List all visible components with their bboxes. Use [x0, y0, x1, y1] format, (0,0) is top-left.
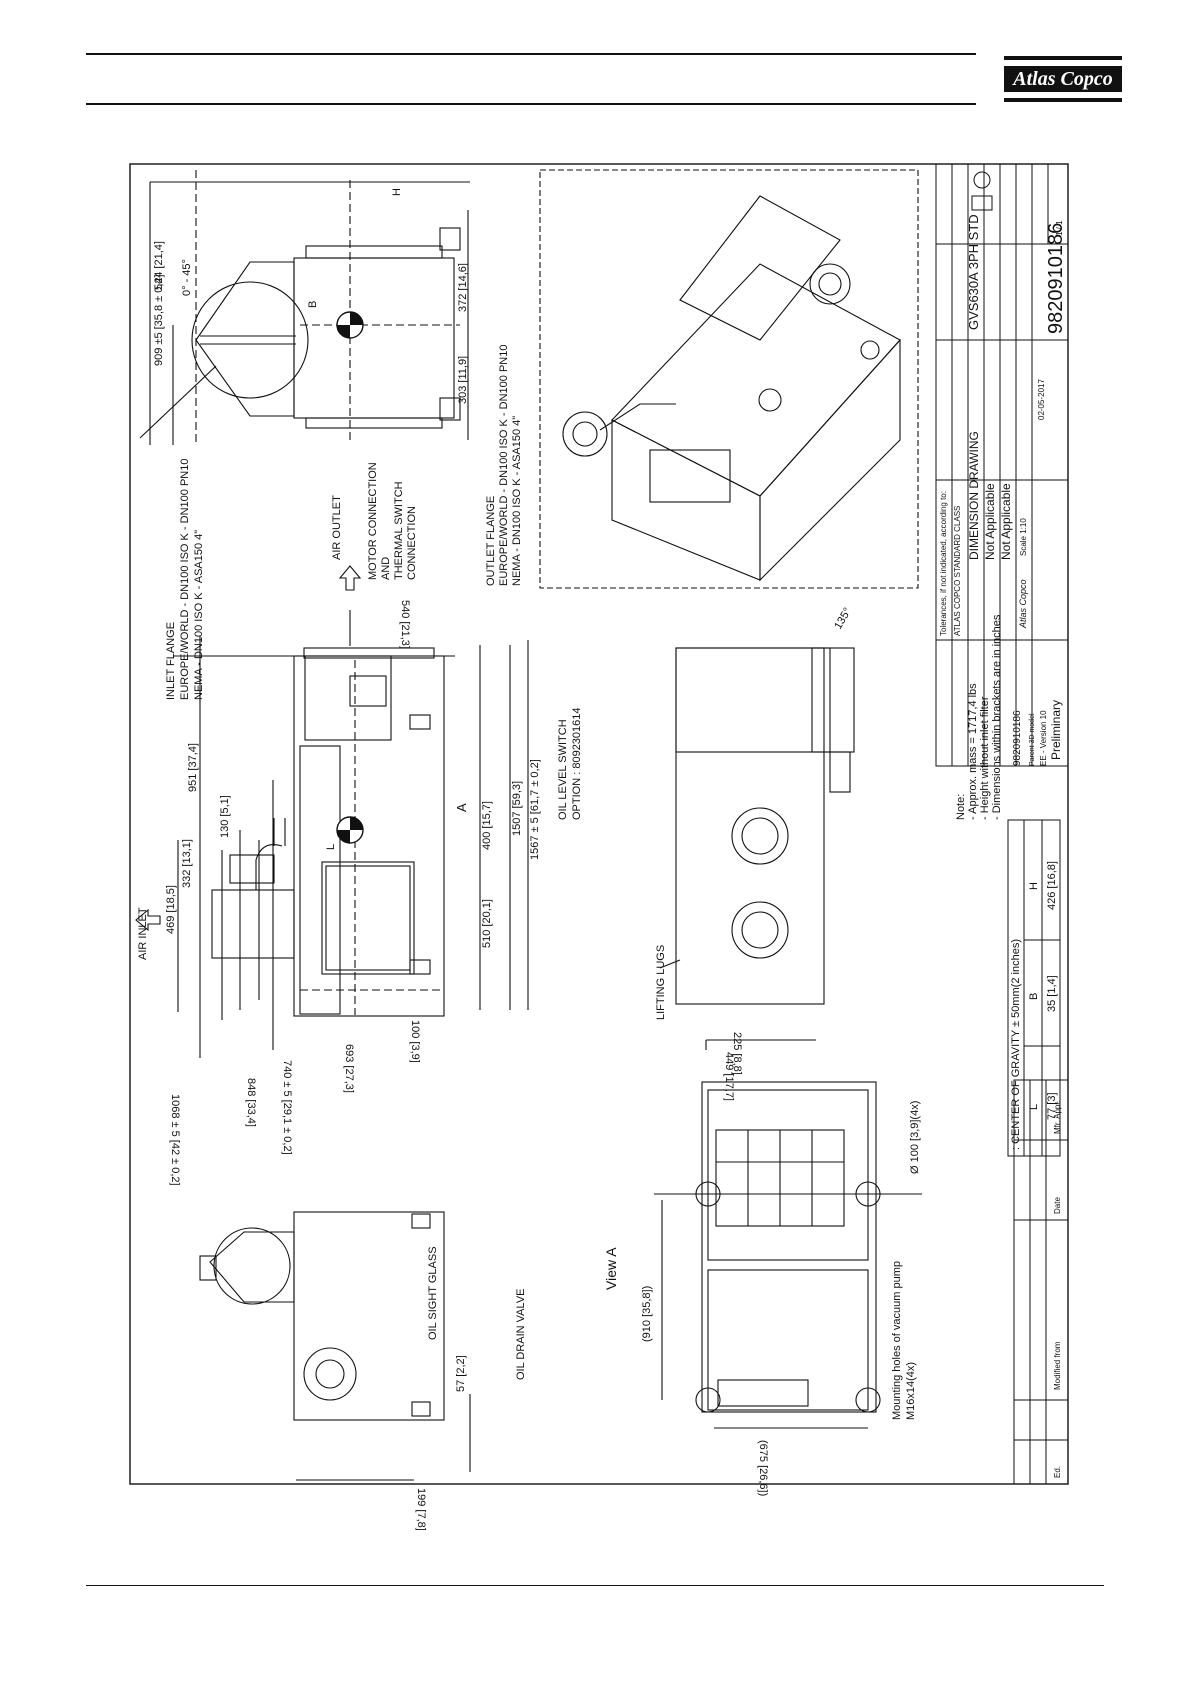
notes-heading: Note: — [955, 794, 967, 820]
label-motor-connection-1: MOTOR CONNECTION — [367, 462, 379, 580]
tb-title: DIMENSION DRAWING — [967, 431, 981, 560]
label-angle-2: 135° — [832, 606, 854, 632]
tb-rev-header-date: Date — [1053, 1197, 1062, 1214]
cog-table-title: : CENTER OF GRAVITY ± 50mm(2 inches) — [1010, 939, 1022, 1150]
view-a — [654, 1081, 922, 1429]
dim-1507: 1507 [59,3] — [511, 781, 523, 836]
label-mounting-holes-1: Mounting holes of vacuum pump — [891, 1261, 903, 1420]
tb-tolerance: Tolerances, if not indicated, according … — [939, 491, 948, 636]
tb-company: Atlas Copco — [1018, 579, 1028, 629]
dim-909: 909 ±5 [35,8 ± 0,2] — [153, 274, 165, 366]
dim-332: 332 [13,1] — [181, 839, 193, 888]
label-oil-sight-glass: OIL SIGHT GLASS — [427, 1246, 439, 1340]
header-rule-bottom — [86, 103, 976, 105]
label-oil-level-switch-2: OPTION : 8092301614 — [571, 707, 583, 820]
dim-675: (675 [26,6]) — [757, 1440, 769, 1496]
dim-848: 848 [33,4] — [245, 1078, 257, 1127]
tb-parent: Parent 3D model — [1029, 713, 1036, 766]
cog-table — [1007, 819, 1061, 1157]
header-rule-top — [86, 53, 976, 55]
dim-372: 372 [14,6] — [457, 263, 469, 312]
atlas-copco-logo: Atlas Copco — [1004, 50, 1122, 108]
label-arrow-a: A — [454, 803, 469, 812]
tb-rev-header-ed: Ed. — [1053, 1466, 1062, 1478]
tb-status: Preliminary — [1049, 700, 1063, 760]
tb-scale: Scale 1:10 — [1019, 518, 1028, 556]
label-inlet-flange-3: NEMA - DN100 ISO K - ASA150 4" — [193, 530, 205, 700]
dim-100: 100 [3,9] — [409, 1020, 421, 1063]
label-mounting-holes-2: M16x14(4x) — [905, 1362, 917, 1420]
dim-544: 544 [21,4] — [153, 241, 165, 290]
cog-header-B: B — [1028, 993, 1040, 1000]
notes-line-3: - Dimensions within brackets are in inch… — [991, 614, 1003, 820]
tb-rev-header-modified: Modified from — [1053, 1341, 1062, 1390]
drawing-frame — [129, 163, 1069, 1485]
dim-57: 57 [2,2] — [455, 1355, 467, 1392]
dim-130: 130 [5,1] — [219, 795, 231, 838]
tb-treatment: Not Applicable — [999, 483, 1013, 560]
cog-value-H: 426 [16,8] — [1046, 861, 1058, 910]
cog-symbol-top — [336, 311, 364, 339]
tb-small-number: 9820910186 — [1012, 710, 1023, 766]
label-outlet-flange-3: NEMA - DN100 ISO K - ASA150 4" — [511, 416, 523, 586]
tb-rev-header-appr: Mfr. Appr. — [1053, 1100, 1062, 1134]
label-angle-1: 0° - 45° — [181, 259, 193, 296]
dim-225: 225 [8,8] — [731, 1032, 743, 1075]
label-outlet-flange-1: OUTLET FLANGE — [485, 496, 497, 586]
label-motor-connection-4: CONNECTION — [406, 506, 418, 580]
label-air-inlet: AIR INLET — [137, 907, 149, 960]
dim-951: 951 [37,4] — [187, 743, 199, 792]
label-oil-drain-valve: OIL DRAIN VALVE — [515, 1289, 527, 1381]
title-block — [935, 163, 1069, 1485]
tb-version: EE - Version 10 — [1039, 710, 1048, 766]
dim-hole: Ø 100 [3,9](4x) — [909, 1101, 921, 1174]
dim-L: L — [325, 844, 337, 850]
cog-value-B: 35 [1,4] — [1046, 975, 1058, 1012]
notes-line-1: - Approx. mass = 1717,4 lbs — [967, 683, 979, 820]
tb-number: 9820910186 — [1045, 223, 1067, 334]
dim-540: 540 [21,3] — [399, 600, 411, 649]
footer-rule — [86, 1585, 1104, 1586]
cog-header-H: H — [1028, 882, 1040, 890]
dim-400: 400 [15,7] — [481, 801, 493, 850]
label-view-a: View A — [603, 1247, 619, 1290]
label-inlet-flange-2: EUROPE/WORLD - DN100 ISO K - DN100 PN10 — [179, 459, 191, 700]
tb-product: GVS630A 3PH STD — [966, 214, 981, 330]
dim-449: 449 [17,7] — [723, 1052, 735, 1101]
dim-303: 303 [11,9] — [457, 356, 469, 404]
notes-line-2: - Height without inlet filter — [979, 696, 991, 820]
end-view — [199, 1211, 471, 1481]
label-air-outlet: AIR OUTLET — [331, 495, 343, 560]
label-inlet-flange-1: INLET FLANGE — [165, 622, 177, 700]
label-lifting-lugs: LIFTING LUGS — [655, 945, 667, 1020]
label-motor-connection-3: THERMAL SWITCH — [393, 481, 405, 580]
dim-H: H — [391, 188, 403, 196]
tb-material: Not Applicable — [983, 483, 997, 560]
dim-740: 740 ± 5 [29,1 ± 0,2] — [281, 1060, 293, 1155]
dim-910: (910 [35,8]) — [641, 1286, 653, 1342]
label-oil-level-switch-1: OIL LEVEL SWITCH — [557, 719, 569, 820]
dim-1068: 1068 ± 5 [42 ± 0,2] — [169, 1094, 181, 1186]
top-view — [139, 170, 470, 446]
isometric-view — [539, 169, 919, 589]
dim-469: 469 [18,5] — [165, 885, 177, 934]
cog-value-L: 77 [3] — [1046, 1092, 1058, 1120]
brand-name: Atlas Copco — [1006, 66, 1120, 92]
tb-date: 02-05-2017 — [1037, 379, 1046, 420]
label-motor-connection-2: AND — [380, 557, 392, 580]
dim-B: B — [307, 301, 319, 308]
dim-1567: 1567 ± 5 [61,7 ± 0,2] — [529, 759, 541, 860]
dim-510: 510 [20,1] — [481, 899, 493, 948]
cog-symbol-side — [336, 816, 364, 844]
front-view — [659, 647, 855, 1050]
dim-199: 199 [7,8] — [415, 1488, 427, 1531]
dim-693: 693 [27,3] — [343, 1044, 355, 1093]
side-view — [135, 565, 529, 1058]
label-outlet-flange-2: EUROPE/WORLD - DN100 ISO K - DN100 PN10 — [498, 345, 510, 586]
tb-standard: ATLAS COPCO STANDARD CLASS — [953, 506, 962, 636]
cog-header-L: L — [1028, 1104, 1040, 1110]
tb-sheet: 1 / 1 — [1055, 220, 1064, 236]
